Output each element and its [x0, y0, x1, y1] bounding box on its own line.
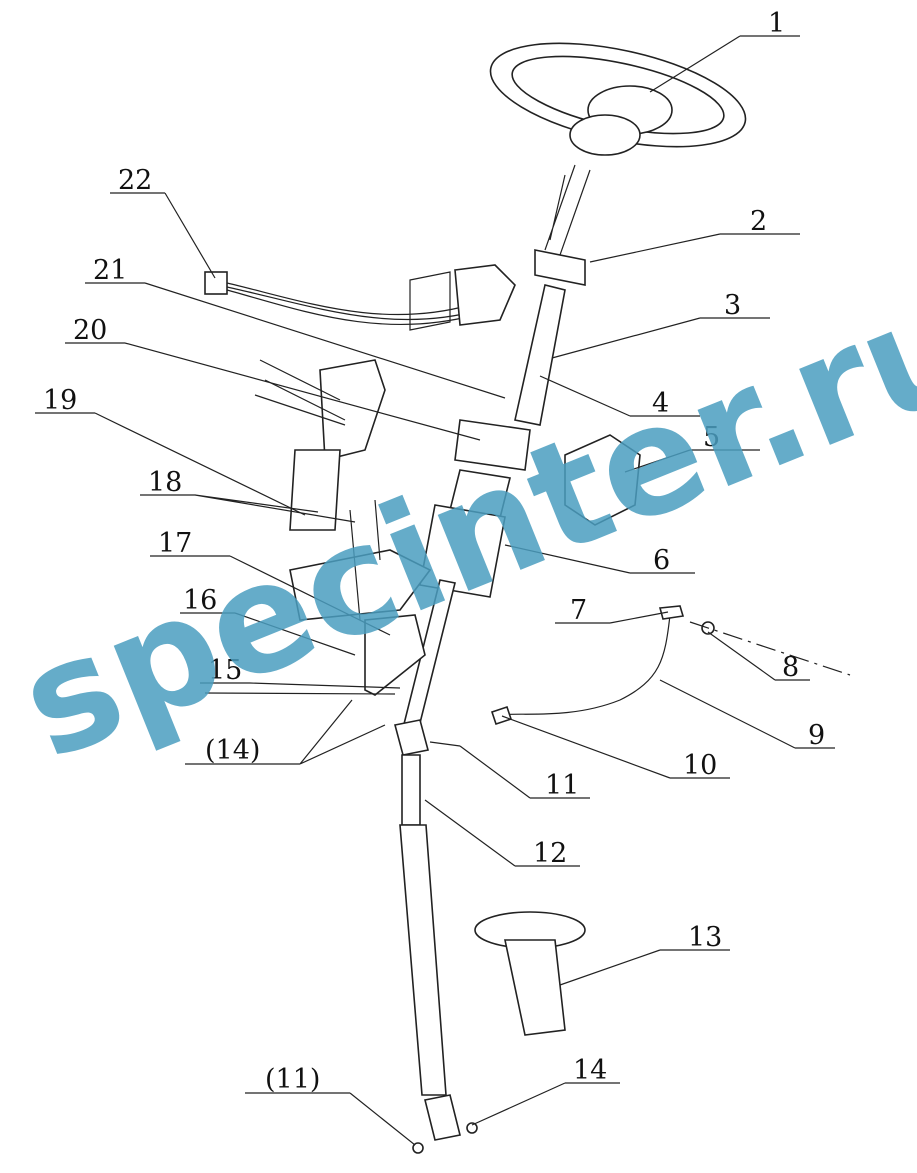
intermediate-shaft: [399, 754, 447, 1096]
wire-harness: [204, 264, 516, 331]
callout-14: 14: [573, 1055, 607, 1086]
callout-6: 6: [653, 545, 670, 576]
cable: [490, 605, 851, 726]
callout-3: 3: [724, 290, 741, 321]
callout-18: 18: [148, 467, 182, 498]
callout-11: 11: [545, 770, 579, 801]
callout-1: 1: [768, 8, 785, 39]
callout-8: 8: [782, 652, 799, 683]
watermark: specinter.ru: [0, 254, 917, 793]
callout-14-ref: (14): [205, 735, 260, 766]
callout-2: 2: [750, 206, 767, 237]
callout-4: 4: [652, 388, 669, 419]
callout-leaders: [35, 35, 835, 1146]
callout-5: 5: [703, 422, 720, 453]
column-cover: [564, 434, 641, 526]
callout-13: 13: [688, 922, 722, 953]
callout-16: 16: [183, 585, 217, 616]
callout-12: 12: [533, 838, 567, 869]
clock-spring-wires: [534, 164, 591, 286]
boot-seal: [474, 911, 586, 1036]
universal-joint-upper: [394, 719, 461, 756]
callout-11-ref: (11): [265, 1064, 320, 1095]
callout-9: 9: [808, 720, 825, 751]
callout-20: 20: [73, 315, 107, 346]
callout-21: 21: [93, 255, 127, 286]
callout-17: 17: [158, 528, 192, 559]
callout-22: 22: [118, 165, 152, 196]
callout-19: 19: [43, 385, 77, 416]
universal-joint-lower: [412, 1094, 478, 1154]
steering-column: [399, 284, 566, 744]
steering-wheel: [489, 42, 747, 156]
callout-15: 15: [208, 655, 242, 686]
callout-7: 7: [570, 595, 587, 626]
callout-10: 10: [683, 750, 717, 781]
